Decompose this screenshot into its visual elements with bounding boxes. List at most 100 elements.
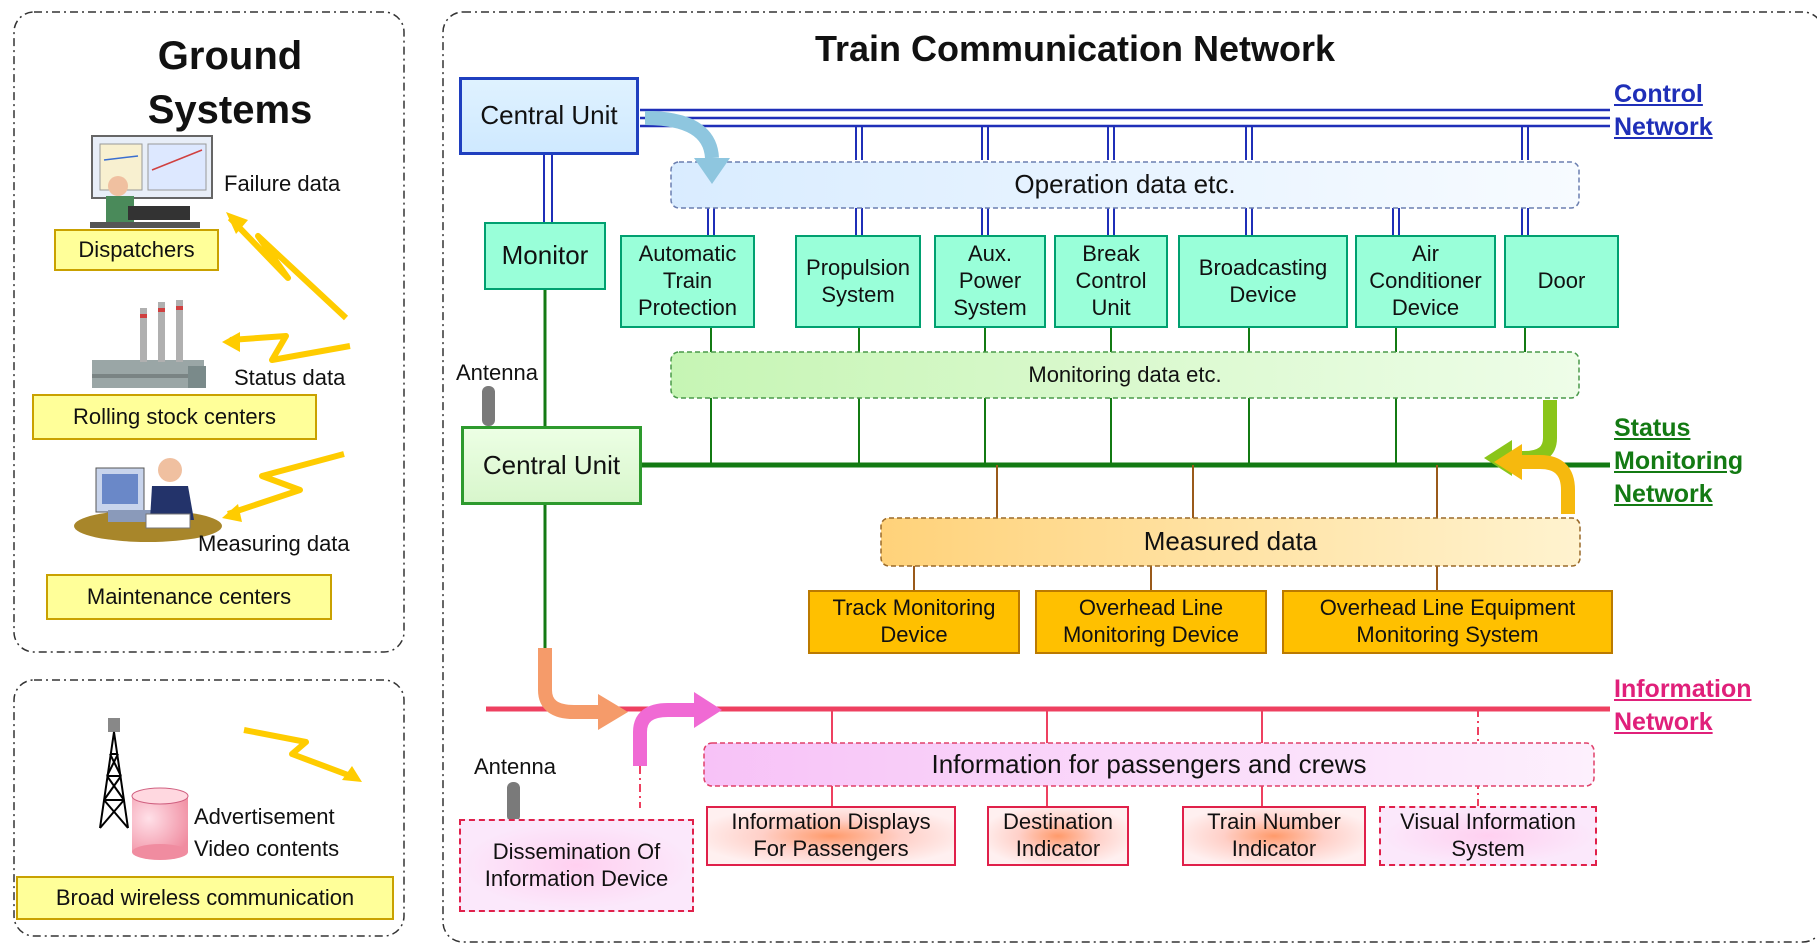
lightning-bolt-arrowhead-icon [226, 212, 248, 234]
info-device-line: Information Displays [731, 809, 931, 835]
device-line: Broadcasting [1198, 254, 1328, 280]
sensor-line: Monitoring Device [1062, 622, 1240, 647]
antenna-top-icon [482, 386, 495, 426]
device-line: Unit [1091, 294, 1131, 320]
measuring-data-label: Measuring data [198, 530, 350, 556]
info-device-line: Destination [1002, 809, 1114, 835]
device-line: Protection [637, 294, 738, 320]
device-line: Conditioner [1369, 268, 1482, 294]
sensor-line: Track Monitoring [832, 595, 996, 621]
monitoring-data-band [670, 351, 1580, 399]
info-band-label: Information for passengers and crews [931, 748, 1367, 779]
info-pink-arrowhead [694, 692, 722, 728]
device-broadcasting-device: Broadcasting Device [1178, 235, 1348, 328]
sensor-line: Overhead Line [1078, 595, 1224, 621]
train-number-indicator: Train Number Indicator [1182, 806, 1366, 866]
page-title: Train Communication Network [814, 28, 1336, 70]
device-line: Aux. [967, 241, 1013, 267]
info-band [703, 742, 1595, 787]
device-automatic-train-protection: Automatic Train Protection [620, 235, 755, 328]
dispatcher-icon [90, 135, 213, 228]
antenna-top-label: Antenna [456, 359, 538, 385]
control-network-line-2: Network [1614, 113, 1713, 141]
lightning-bolt-arrowhead-icon [222, 332, 240, 352]
measured-data-band [880, 517, 1581, 567]
status-network-line-3: Network [1614, 480, 1713, 508]
device-line: Automatic [638, 241, 737, 267]
info-displays-for-passengers: Information Displays For Passengers [706, 806, 956, 866]
device-aux-power-system: Aux. Power System [934, 235, 1046, 328]
info-device-line: Train Number [1207, 809, 1341, 835]
sensor-line: Device [880, 622, 948, 647]
destination-indicator: Destination Indicator [987, 806, 1129, 866]
lightning-bolt-arrowhead-icon [342, 766, 362, 782]
information-network-label: Information Network [1614, 673, 1814, 749]
info-network-line-2: Network [1614, 708, 1713, 736]
video-contents-label: Video contents [194, 835, 340, 861]
device-line: Air [1412, 241, 1439, 267]
control-network-bus [640, 108, 1610, 128]
info-device-line: Indicator [1231, 836, 1317, 861]
maintenance-worker-icon [74, 458, 222, 542]
info-pink-curve-arrow [633, 703, 696, 766]
lightning-bolt-arrowhead-icon [222, 504, 242, 522]
operation-data-label: Operation data etc. [1014, 169, 1236, 200]
info-orange-curve-arrow [538, 648, 600, 719]
monitor-box: Monitor [484, 222, 606, 290]
radio-tower-icon [99, 718, 129, 829]
device-line: Control [1075, 268, 1147, 294]
lightning-bolt-icon [243, 727, 358, 781]
lightning-bolt-icon [229, 333, 351, 363]
ground-systems-panel [13, 11, 405, 653]
control-drop-lines [543, 126, 1529, 235]
device-line: Propulsion [806, 254, 910, 280]
advertisement-label: Advertisement [194, 803, 335, 829]
dissemination-device: Dissemination Of Information Device [459, 819, 694, 912]
status-network-line-1: Status [1614, 414, 1691, 442]
rolling-stock-box: Rolling stock centers [32, 394, 317, 440]
measured-data-label: Measured data [1143, 526, 1318, 557]
control-network-label: Control Network [1614, 78, 1804, 152]
overhead-line-monitoring-device: Overhead Line Monitoring Device [1035, 590, 1267, 654]
lightning-bolt-icon [227, 451, 345, 517]
status-network-line-2: Monitoring [1614, 447, 1744, 475]
device-door: Door [1504, 235, 1619, 328]
dispatchers-box: Dispatchers [54, 229, 219, 271]
control-network-line-1: Control [1614, 80, 1703, 108]
sensor-line: Monitoring System [1356, 622, 1539, 647]
central-unit-mid: Central Unit [461, 426, 642, 505]
status-drop-lines [710, 328, 1526, 465]
central-unit-top: Central Unit [459, 77, 639, 155]
broad-wireless-box: Broad wireless communication [16, 876, 394, 920]
overhead-line-equipment-monitoring-system: Overhead Line Equipment Monitoring Syste… [1282, 590, 1613, 654]
status-data-label: Status data [234, 364, 346, 390]
antenna-bottom-icon [507, 782, 520, 822]
dissemination-line: Dissemination Of [492, 838, 661, 864]
track-monitoring-device: Track Monitoring Device [808, 590, 1020, 654]
device-line: Device [1391, 294, 1460, 320]
status-orange-arrowhead [1494, 444, 1522, 480]
dissemination-line: Information Device [484, 865, 669, 891]
video-server-icon [131, 787, 189, 860]
tcn-panel [442, 11, 1817, 943]
antenna-bottom-label: Antenna [474, 753, 556, 779]
device-line: Device [1229, 281, 1297, 307]
info-device-line: For Passengers [753, 836, 909, 861]
device-line: System [821, 281, 895, 307]
control-curve-arrow [644, 111, 719, 159]
control-arrowhead [694, 158, 730, 184]
ground-systems-title: Ground Systems [147, 34, 313, 132]
device-propulsion-system: Propulsion System [795, 235, 921, 328]
device-line: Power [958, 268, 1022, 294]
info-network-line-1: Information [1614, 675, 1752, 703]
info-device-line: Indicator [1015, 836, 1101, 861]
sensor-line: Overhead Line Equipment [1319, 595, 1576, 621]
monitoring-data-label: Monitoring data etc. [1028, 361, 1222, 387]
maintenance-box: Maintenance centers [46, 574, 332, 620]
operation-data-band [670, 161, 1580, 209]
status-network-label: Status Monitoring Network [1614, 412, 1814, 524]
measured-drop-lines [913, 465, 1438, 590]
wireless-panel [13, 679, 405, 937]
visual-information-system: Visual Information System [1379, 806, 1597, 866]
device-air-conditioner: Air Conditioner Device [1355, 235, 1496, 328]
